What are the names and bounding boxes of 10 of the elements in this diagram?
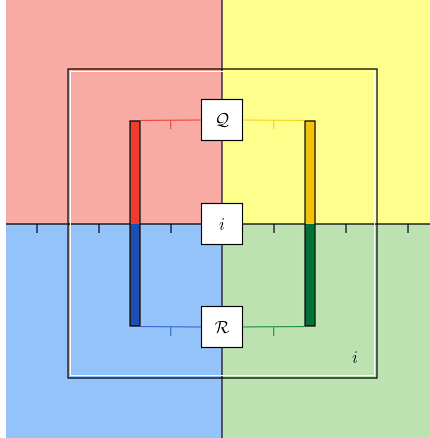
math-box: $\mathcal{Q}$: [200, 98, 244, 142]
connector-line: [242, 326, 305, 336]
math-box: $i$: [200, 202, 244, 246]
connector-line: [140, 326, 202, 336]
connector-line: [140, 120, 202, 130]
bar: [129, 120, 141, 327]
connector-line: [242, 120, 305, 130]
bar: [304, 120, 316, 327]
corner-label: $i$: [352, 351, 358, 363]
math-box: $\mathcal{R}$: [200, 306, 244, 348]
